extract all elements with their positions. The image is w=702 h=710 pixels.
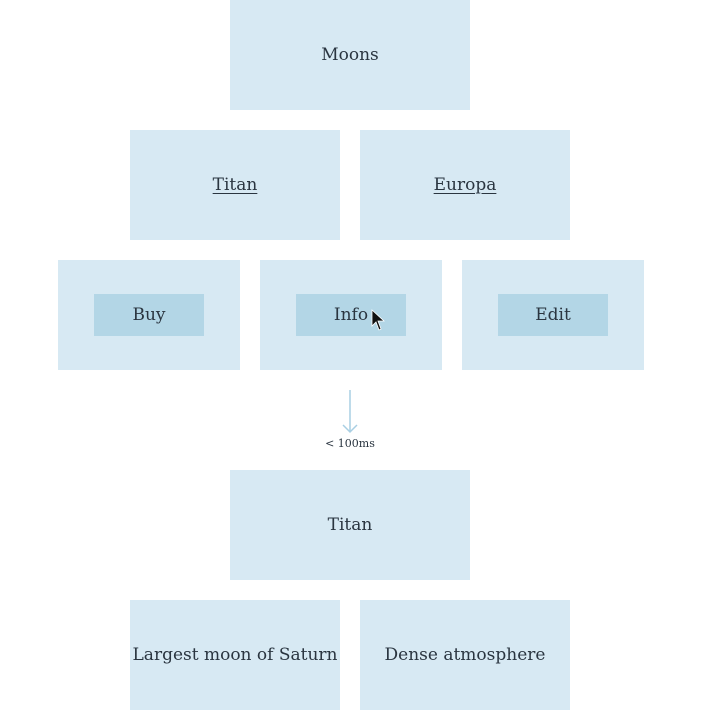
fact-box-1: Largest moon of Saturn (130, 600, 340, 710)
europa-link-box: Europa (360, 130, 570, 240)
titan-link[interactable]: Titan (212, 175, 258, 195)
moons-title-box: Moons (230, 0, 470, 110)
mouse-pointer-icon (371, 309, 385, 331)
titan-link-box: Titan (130, 130, 340, 240)
arrow-down-icon (342, 390, 358, 434)
moons-title: Moons (321, 45, 379, 65)
info-button-label: Info (333, 305, 369, 325)
info-button[interactable]: Info (296, 294, 406, 336)
fact-box-2: Dense atmosphere (360, 600, 570, 710)
fact-text-2: Dense atmosphere (384, 645, 546, 665)
edit-button-label: Edit (535, 305, 571, 325)
europa-link[interactable]: Europa (433, 175, 497, 195)
fact-text-1: Largest moon of Saturn (132, 645, 338, 665)
buy-button-label: Buy (132, 305, 166, 325)
result-title: Titan (327, 515, 373, 535)
buy-button[interactable]: Buy (94, 294, 204, 336)
result-title-box: Titan (230, 470, 470, 580)
transition-latency-label: < 100ms (325, 437, 375, 450)
edit-button[interactable]: Edit (498, 294, 608, 336)
